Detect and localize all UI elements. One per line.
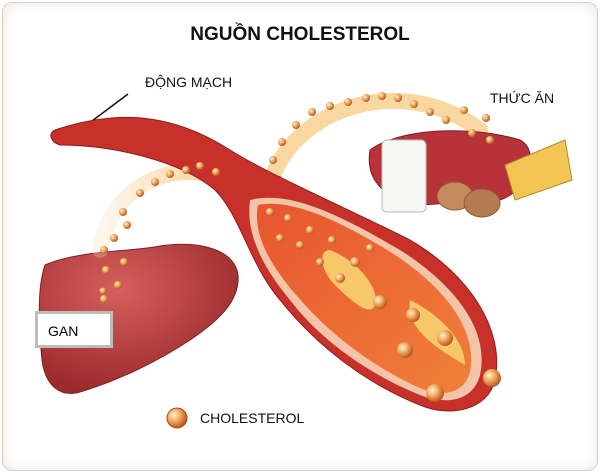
liver-label: GAN — [48, 323, 79, 339]
artery-label: ĐỘNG MẠCH — [145, 74, 233, 90]
plaque-deposit — [322, 250, 376, 310]
cheese-icon — [504, 139, 573, 201]
plaque-deposit — [409, 300, 465, 365]
cholesterol-particle-icon — [166, 407, 188, 429]
food-flow-arrow — [262, 92, 488, 193]
liver-label-box: GAN — [35, 311, 113, 348]
cholesterol-particles — [99, 92, 501, 402]
legend-label: CHOLESTEROL — [200, 410, 305, 426]
milk-glass-icon — [381, 139, 427, 213]
food-group — [368, 130, 573, 218]
food-label: THỨC ĂN — [490, 90, 555, 106]
liver-shape — [38, 243, 239, 394]
egg-icon — [463, 188, 501, 218]
page-title: NGUỒN CHOLESTEROL — [190, 24, 410, 45]
